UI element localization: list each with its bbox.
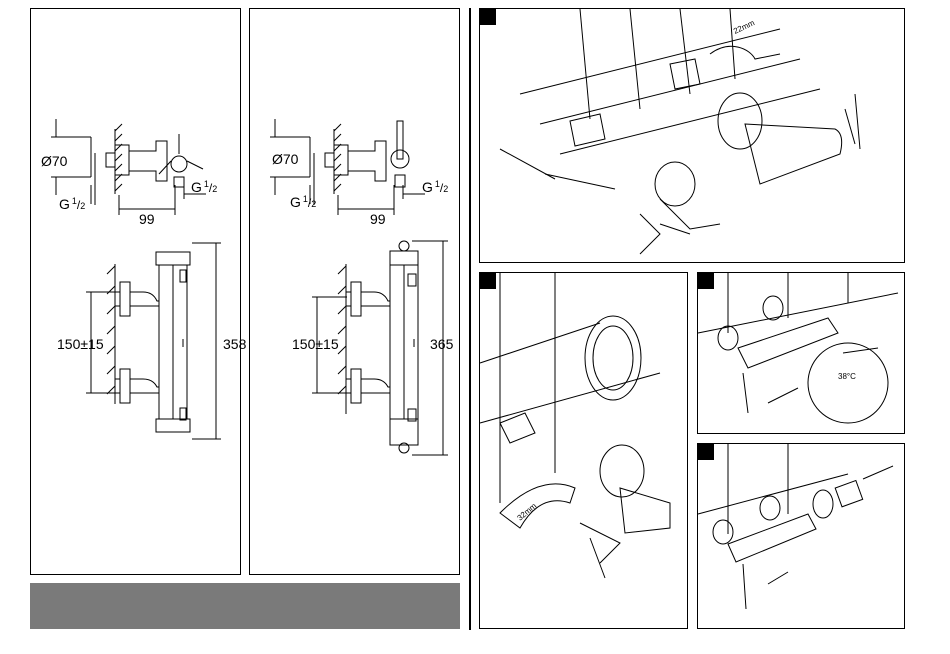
step-1-illustration: 22mm — [480, 9, 906, 264]
install-step-4 — [697, 443, 905, 629]
step-2-illustration: 32mm — [480, 273, 689, 630]
install-step-1: 22mm — [479, 8, 905, 263]
height-label: 365 — [430, 336, 454, 352]
column-divider — [469, 8, 471, 630]
offset-label: 99 — [370, 211, 386, 227]
spacing-label: 150±15 — [292, 336, 339, 352]
wrench-size-label: 22mm — [732, 18, 756, 36]
step-3-illustration: 38°C — [698, 273, 906, 435]
spacing-label: 150±15 — [57, 336, 104, 352]
temperature-marker: 38°C — [838, 372, 856, 381]
install-step-2: 32mm — [479, 272, 688, 629]
offset-label: 99 — [139, 211, 155, 227]
diameter-label: Ø70 — [41, 153, 68, 169]
footer-gray-bar — [30, 583, 460, 629]
install-step-3: 38°C — [697, 272, 905, 434]
diameter-label: Ø70 — [272, 151, 299, 167]
wrench-size-label: 32mm — [516, 501, 539, 522]
height-label: 358 — [223, 336, 247, 352]
step-4-illustration — [698, 444, 906, 630]
